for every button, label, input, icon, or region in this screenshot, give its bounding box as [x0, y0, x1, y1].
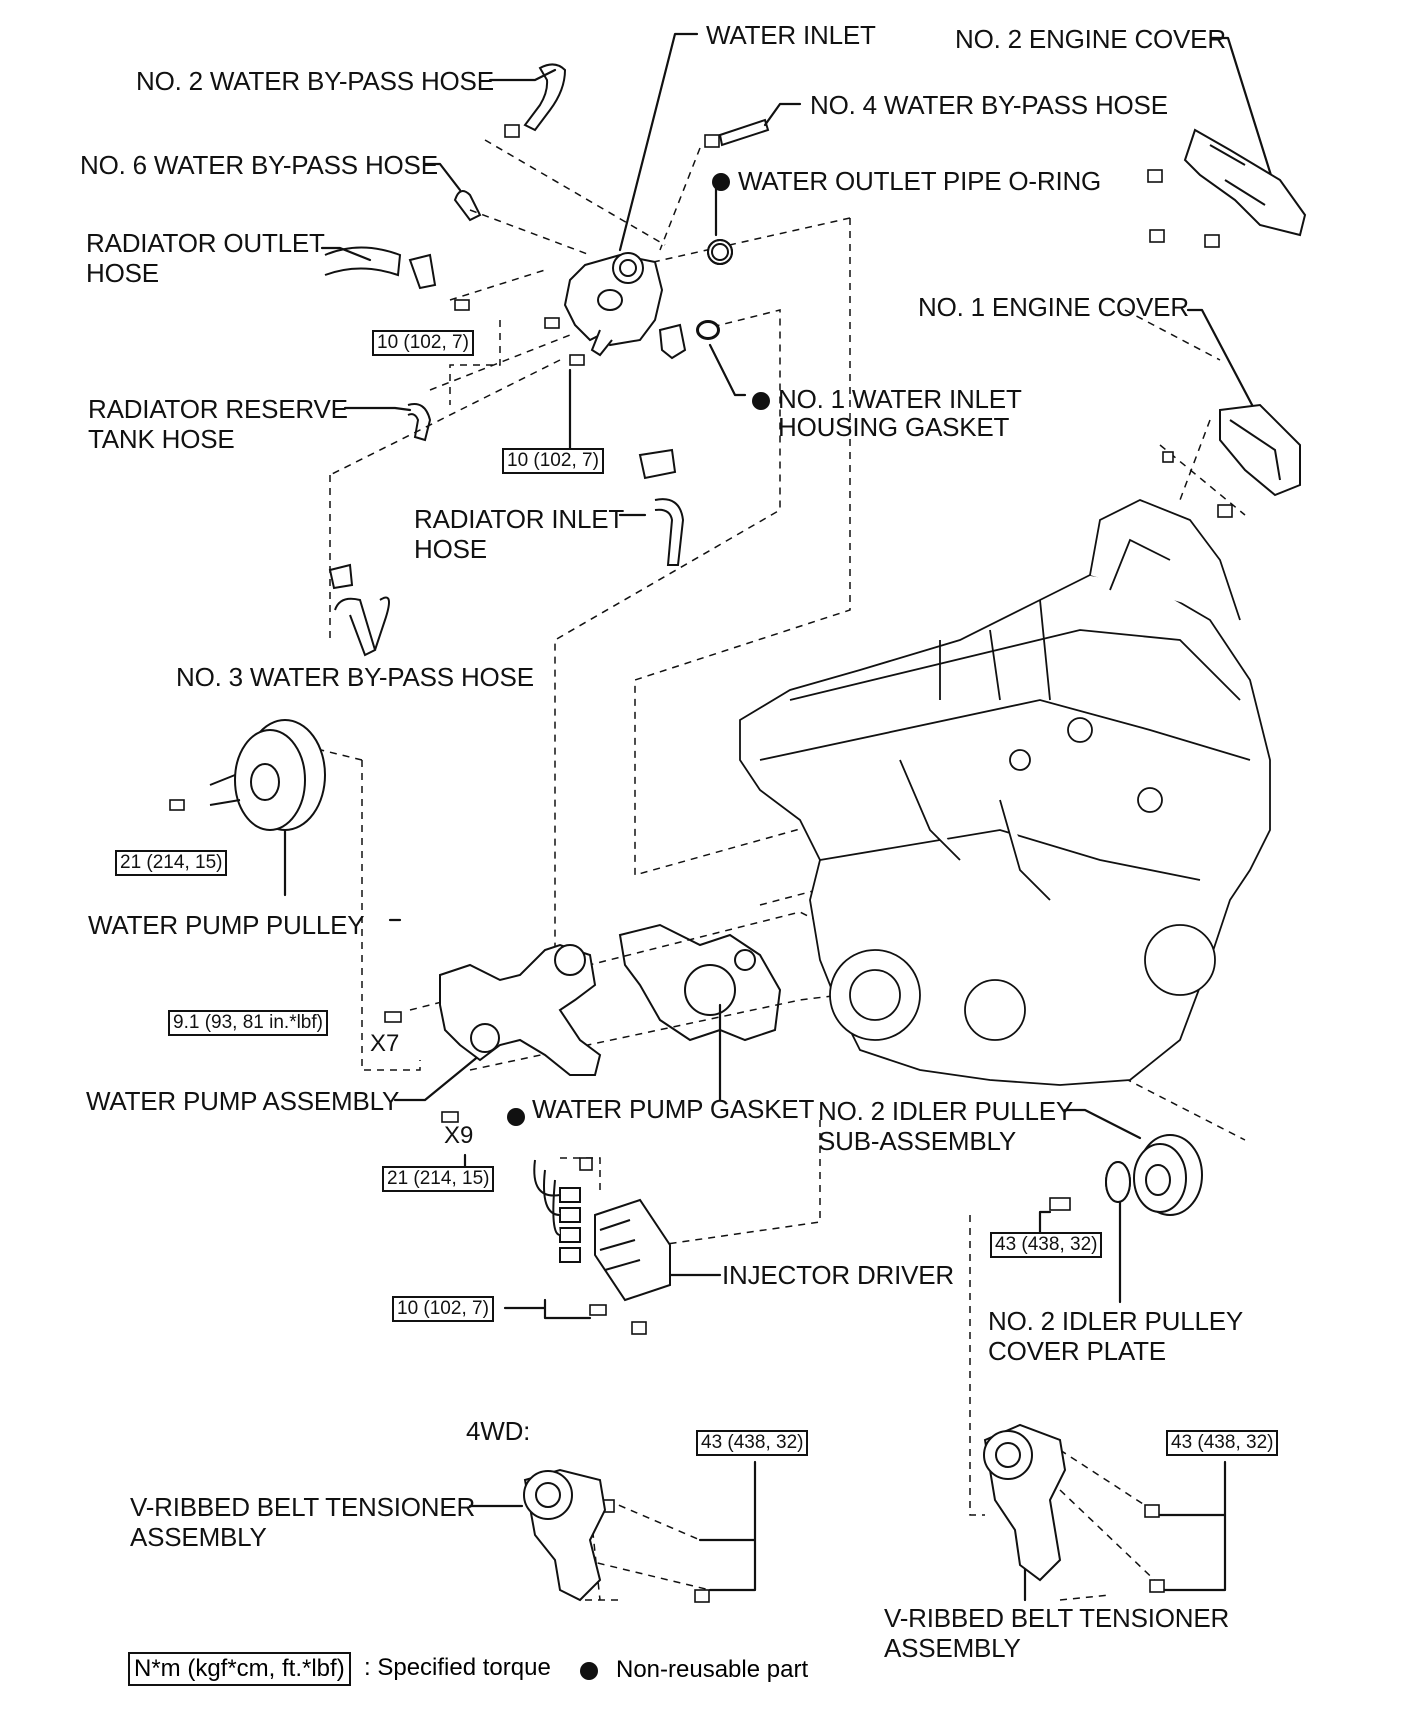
- leader-no2-bypass: [488, 68, 557, 82]
- label-idler-pulley-2: SUB-ASSEMBLY: [818, 1126, 1016, 1156]
- label-cover-plate-1: NO. 2 IDLER PULLEY: [988, 1306, 1244, 1336]
- label-no2-engine-cover: NO. 2 ENGINE COVER: [955, 24, 1226, 54]
- leader-t8: [698, 1460, 757, 1592]
- label-radiator-outlet-1: RADIATOR OUTLET: [86, 228, 325, 258]
- label-tensioner-left-2: ASSEMBLY: [130, 1522, 267, 1552]
- leader-no6-bypass: [423, 162, 462, 192]
- label-tensioner-left-1: V-RIBBED BELT TENSIONER: [130, 1492, 476, 1522]
- label-water-pump-pulley: WATER PUMP PULLEY: [88, 910, 365, 940]
- leader-no1-cover: [1186, 308, 1262, 422]
- leader-t9: [1158, 1460, 1227, 1592]
- label-no2-bypass-hose: NO. 2 WATER BY-PASS HOSE: [136, 66, 494, 96]
- label-cover-plate-2: COVER PLATE: [988, 1336, 1166, 1366]
- label-water-inlet: WATER INLET: [706, 20, 876, 50]
- legend-torque-desc: : Specified torque: [364, 1654, 551, 1681]
- torque-box: 10 (102, 7): [502, 448, 604, 474]
- legend-nonreusable-dot: [580, 1662, 598, 1680]
- legend-nonreusable-text: Non-reusable part: [616, 1656, 809, 1683]
- leader-no4-bypass: [763, 102, 802, 127]
- label-reserve-1: RADIATOR RESERVE: [88, 394, 348, 424]
- leader-idler: [1063, 1108, 1142, 1140]
- label-water-pump-gasket: WATER PUMP GASKET: [532, 1094, 815, 1124]
- label-no4-bypass-hose: NO. 4 WATER BY-PASS HOSE: [810, 90, 1168, 120]
- torque-box: 9.1 (93, 81 in.*lbf): [168, 1010, 328, 1036]
- nonreusable-dot-inlet-gasket: [752, 392, 770, 410]
- label-radiator-inlet-1: RADIATOR INLET: [414, 504, 625, 534]
- torque-box: 10 (102, 7): [372, 330, 474, 356]
- label-injector-driver: INJECTOR DRIVER: [722, 1260, 954, 1290]
- label-inlet-gasket-1: NO. 1 WATER INLET: [778, 384, 1022, 414]
- torque-box: 43 (438, 32): [1166, 1430, 1279, 1456]
- leader-radiator-outlet: [320, 246, 372, 262]
- nonreusable-dot-pump-gasket: [507, 1108, 525, 1126]
- leader-t7: [503, 1298, 592, 1320]
- label-tensioner-right-2: ASSEMBLY: [884, 1633, 1021, 1663]
- label-tensioner-right-1: V-RIBBED BELT TENSIONER: [884, 1603, 1230, 1633]
- torque-box: 21 (214, 15): [382, 1166, 495, 1192]
- label-idler-pulley-1: NO. 2 IDLER PULLEY: [818, 1096, 1074, 1126]
- label-radiator-outlet-2: HOSE: [86, 258, 159, 288]
- label-no1-engine-cover: NO. 1 ENGINE COVER: [918, 292, 1189, 322]
- multiplier-x7: X7: [370, 1030, 400, 1057]
- legend-torque-unit: N*m (kgf*cm, ft.*lbf): [128, 1652, 351, 1686]
- torque-box: 43 (438, 32): [696, 1430, 809, 1456]
- label-4wd: 4WD:: [466, 1416, 531, 1446]
- torque-box: 10 (102, 7): [392, 1296, 494, 1322]
- label-water-pump-assembly: WATER PUMP ASSEMBLY: [86, 1086, 400, 1116]
- leader-water-inlet: [618, 32, 699, 252]
- label-radiator-inlet-2: HOSE: [414, 534, 487, 564]
- label-outlet-oring: WATER OUTLET PIPE O-RING: [738, 166, 1102, 196]
- torque-box: 43 (438, 32): [990, 1232, 1103, 1258]
- label-inlet-gasket-2: HOUSING GASKET: [778, 412, 1010, 442]
- leader-inlet-gasket: [708, 343, 747, 397]
- label-no3-bypass-hose: NO. 3 WATER BY-PASS HOSE: [176, 662, 534, 692]
- torque-box: 21 (214, 15): [115, 850, 228, 876]
- nonreusable-dot-oring: [712, 173, 730, 191]
- leader-no2-cover: [1210, 36, 1287, 222]
- label-reserve-2: TANK HOSE: [88, 424, 235, 454]
- label-no6-bypass-hose: NO. 6 WATER BY-PASS HOSE: [80, 150, 438, 180]
- multiplier-x9: X9: [444, 1122, 474, 1149]
- leader-reserve: [343, 406, 412, 412]
- leader-pump-assembly: [393, 1053, 482, 1102]
